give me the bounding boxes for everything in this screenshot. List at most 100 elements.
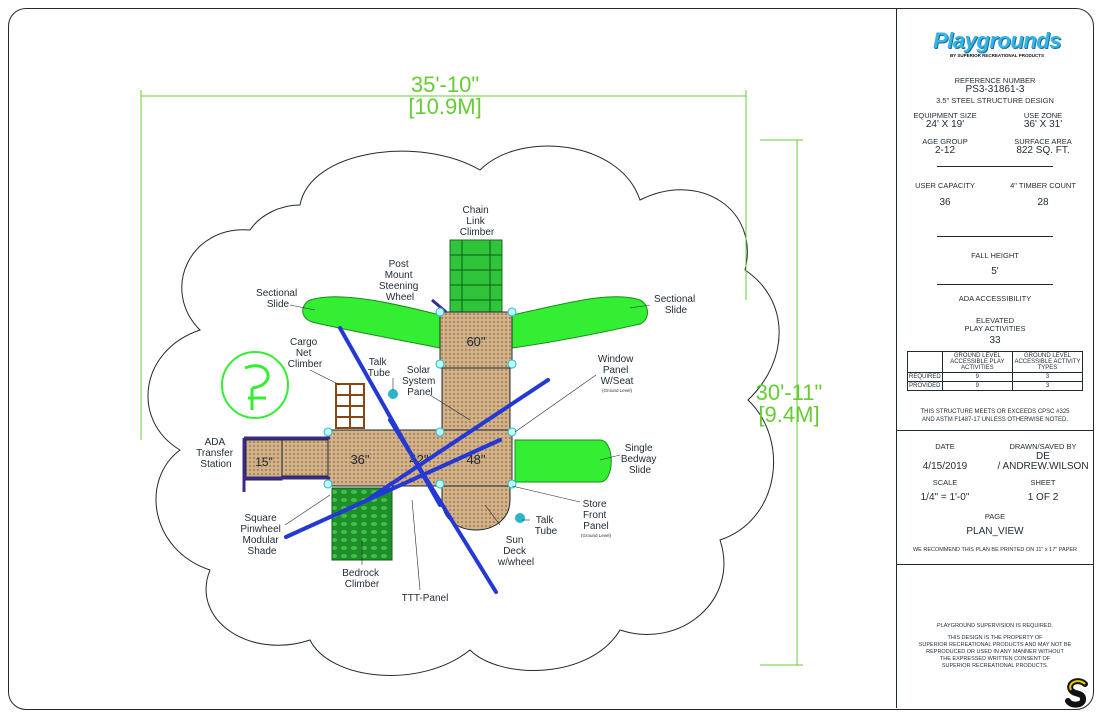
callout-square-pinwheel-shade: Square Pinwheel Modular Shade	[240, 513, 283, 557]
chain-link-climber	[449, 239, 503, 313]
width-dimension-imperial: 35'-10"	[411, 72, 479, 97]
structure-posts	[323, 307, 517, 489]
elevated-label-2: PLAY ACTIVITIES	[964, 324, 1026, 333]
superior-s-logo-icon	[1065, 678, 1088, 708]
scale: 1/4" = 1'-0"	[920, 492, 970, 503]
age-group-label: AGE GROUP	[922, 137, 968, 146]
timber-count-label: 4" TIMBER COUNT	[1010, 181, 1076, 190]
age-group: 2-12	[934, 145, 955, 156]
callout-post-mount-steering-wheel: Post Mount Steening Wheel	[379, 259, 421, 303]
deck-structure	[245, 311, 513, 531]
user-capacity: 36	[939, 197, 951, 208]
divider	[897, 564, 1093, 565]
property-4: THE EXPRESSED WRITTEN CONSENT OF	[939, 656, 1051, 662]
compliance-2: AND ASTM F1487-17 UNLESS OTHERWISE NOTED…	[922, 417, 1068, 423]
table-header: GROUND LEVEL ACCESSIBLE PLAY ACTIVITIES	[941, 351, 1013, 373]
callout-window-panel: Window Panel W/Seat	[598, 354, 636, 387]
sectional-slide-left	[302, 296, 441, 349]
sectional-slide-right	[511, 296, 648, 349]
fall-height-label: FALL HEIGHT	[971, 251, 1019, 260]
reference-label: REFERENCE NUMBER	[954, 76, 1036, 85]
table-cell: REQUIRED	[907, 372, 943, 382]
property-1: THIS DESIGN IS THE PROPERTY OF	[947, 635, 1043, 641]
window-panel-note: (Ground Level)	[602, 388, 633, 393]
property-2: SUPERIOR RECREATIONAL PRODUCTS AND MAY N…	[918, 642, 1072, 648]
callout-chain-link-climber: Chain Link Climber	[460, 205, 495, 238]
depth-dimension	[760, 139, 803, 666]
user-capacity-label: USER CAPACITY	[915, 181, 975, 190]
equipment-size: 24' X 19'	[925, 119, 965, 130]
divider	[937, 284, 1053, 285]
table-header: GROUND LEVEL ACCESSIBLE ACTIVITY TYPES	[1011, 351, 1084, 373]
callout-sun-deck: Sun Deck w/wheel	[497, 535, 534, 568]
deck-height-48: 48"	[466, 452, 485, 467]
depth-dimension-imperial: 30'-11"	[756, 380, 823, 405]
equipment-size-label: EQUIPMENT SIZE	[913, 111, 977, 120]
date-label: DATE	[935, 442, 955, 451]
timber-count: 28	[1037, 197, 1049, 208]
callout-sectional-slide-right: Sectional Slide	[654, 294, 698, 316]
sheet-label: SHEET	[1030, 478, 1056, 487]
design-label: 3.5" STEEL STRUCTURE DESIGN	[936, 96, 1054, 105]
drawn-2: / ANDREW.WILSON	[997, 461, 1089, 472]
scale-label: SCALE	[932, 478, 958, 487]
callout-leaders	[284, 304, 651, 591]
table-row: PROVIDED 9 3	[907, 381, 1084, 391]
callout-solar-system-panel: Solar System Panel	[402, 365, 438, 398]
table-cell: 3	[1011, 381, 1084, 391]
date: 4/15/2019	[922, 461, 968, 472]
deck-height-15: 15"	[255, 455, 273, 469]
elevated-value: 33	[989, 335, 1001, 346]
print-note: WE RECOMMEND THIS PLAN BE PRINTED ON 11"…	[912, 547, 1078, 553]
surface-area: 822 SQ. FT.	[1016, 145, 1070, 156]
drawn-1: DE	[1036, 451, 1050, 462]
table-header	[907, 351, 943, 373]
plan-view-drawing: 35'-10" [10.9M] 30'-11" [9.4M] 60" 36" 4…	[140, 72, 823, 676]
title-block: Playgrounds BY SUPERIOR RECREATIONAL PRO…	[896, 8, 1093, 708]
talk-tube-upper-icon	[388, 389, 398, 399]
table-cell: PROVIDED	[907, 381, 943, 391]
ada-transfer-frame	[242, 436, 330, 492]
divider	[897, 430, 1093, 431]
divider	[937, 166, 1053, 167]
callout-cargo-net-climber: Cargo Net Climber	[288, 337, 323, 370]
drawn-label: DRAWN/SAVED BY	[1009, 442, 1077, 451]
property-5: SUPERIOR RECREATIONAL PRODUCTS.	[941, 663, 1049, 669]
deck-height-36: 36"	[350, 452, 369, 467]
ada-label: ADA ACCESSIBILITY	[958, 294, 1032, 303]
elevated-label-1: ELEVATED	[975, 316, 1015, 325]
table-cell: 9	[941, 381, 1013, 391]
depth-dimension-metric: [9.4M]	[758, 402, 819, 427]
brand-logo: Playgrounds	[933, 28, 1061, 53]
compliance-1: THIS STRUCTURE MEETS OR EXCEEDS CPSC #32…	[920, 409, 1070, 415]
table-cell: 9	[941, 372, 1013, 382]
use-zone-label: USE ZONE	[1023, 111, 1063, 120]
callout-ada-transfer-station: ADA Transfer Station	[196, 437, 236, 470]
callout-sectional-slide-left: Sectional Slide	[256, 288, 300, 310]
property-3: REPRODUCED OR USED IN ANY MANNER WITHOUT	[926, 649, 1064, 655]
sheet: 1 OF 2	[1027, 492, 1059, 503]
callout-talk-tube-lower: Talk Tube	[535, 515, 558, 537]
width-dimension	[140, 90, 747, 440]
cargo-net-climber	[335, 383, 365, 429]
callout-single-bedway-slide: Single Bedway Slide	[621, 443, 659, 476]
fall-height: 5'	[991, 266, 999, 277]
divider	[937, 236, 1053, 237]
single-bedway-slide	[514, 439, 612, 483]
page-label: PAGE	[984, 512, 1006, 521]
page: PLAN_VIEW	[966, 526, 1024, 537]
table-cell: 3	[1011, 372, 1084, 382]
surface-area-label: SURFACE AREA	[1014, 137, 1072, 146]
callout-store-front-panel: Store Front Panel	[583, 499, 610, 532]
table-row: REQUIRED 9 3	[907, 372, 1084, 382]
ada-table: GROUND LEVEL ACCESSIBLE PLAY ACTIVITIES …	[907, 351, 1084, 391]
square-pinwheel-shade	[284, 326, 550, 594]
supervision-note: PLAYGROUND SUPERVISION IS REQUIRED.	[937, 623, 1053, 629]
width-dimension-metric: [10.9M]	[408, 94, 481, 119]
brand-sub: BY SUPERIOR RECREATIONAL PRODUCTS	[949, 53, 1044, 58]
callout-bedrock-climber: Bedrock Climber	[342, 568, 381, 590]
talk-tube-lower-icon	[515, 513, 525, 523]
callout-ttt-panel: TTT-Panel	[402, 593, 449, 604]
store-front-note: (Ground Level)	[581, 533, 612, 538]
reference-number: PS3-31861-3	[965, 84, 1025, 95]
